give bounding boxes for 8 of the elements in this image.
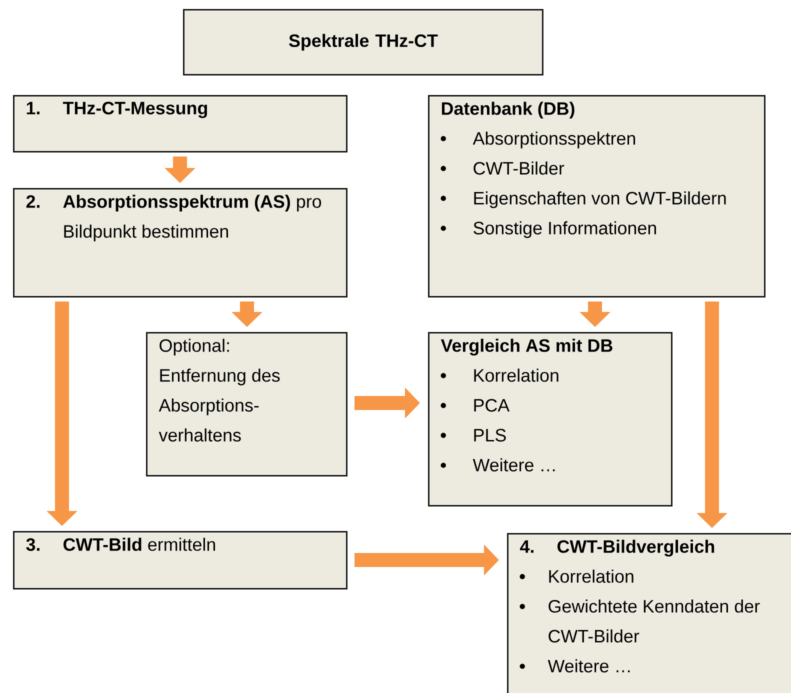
process-box: 4. CWT-Bildvergleich Korrelation Gewichtete Kenndaten der CWT-Bilder Weitere … [507, 533, 791, 693]
process-box: Optional: Entfernung des Absorptions- verhaltens [146, 332, 348, 476]
process-box: 1. THz-CT-Messung [13, 95, 348, 152]
process-box: 3. CWT-Bild ermitteln [13, 531, 348, 590]
title-box: Spektrale THz-CT [183, 9, 544, 76]
process-box: Datenbank (DB) Absorptionsspektren CWT-Bilder Eigenschaften von CWT-Bildern Sonstige Informationen [428, 95, 766, 298]
process-box: Vergleich AS mit DB Korrelation PCA PLS Weitere … [428, 332, 672, 506]
process-box: 2. Absorptionsspektrum (AS) pro Bildpunkt bestimmen [13, 188, 348, 298]
